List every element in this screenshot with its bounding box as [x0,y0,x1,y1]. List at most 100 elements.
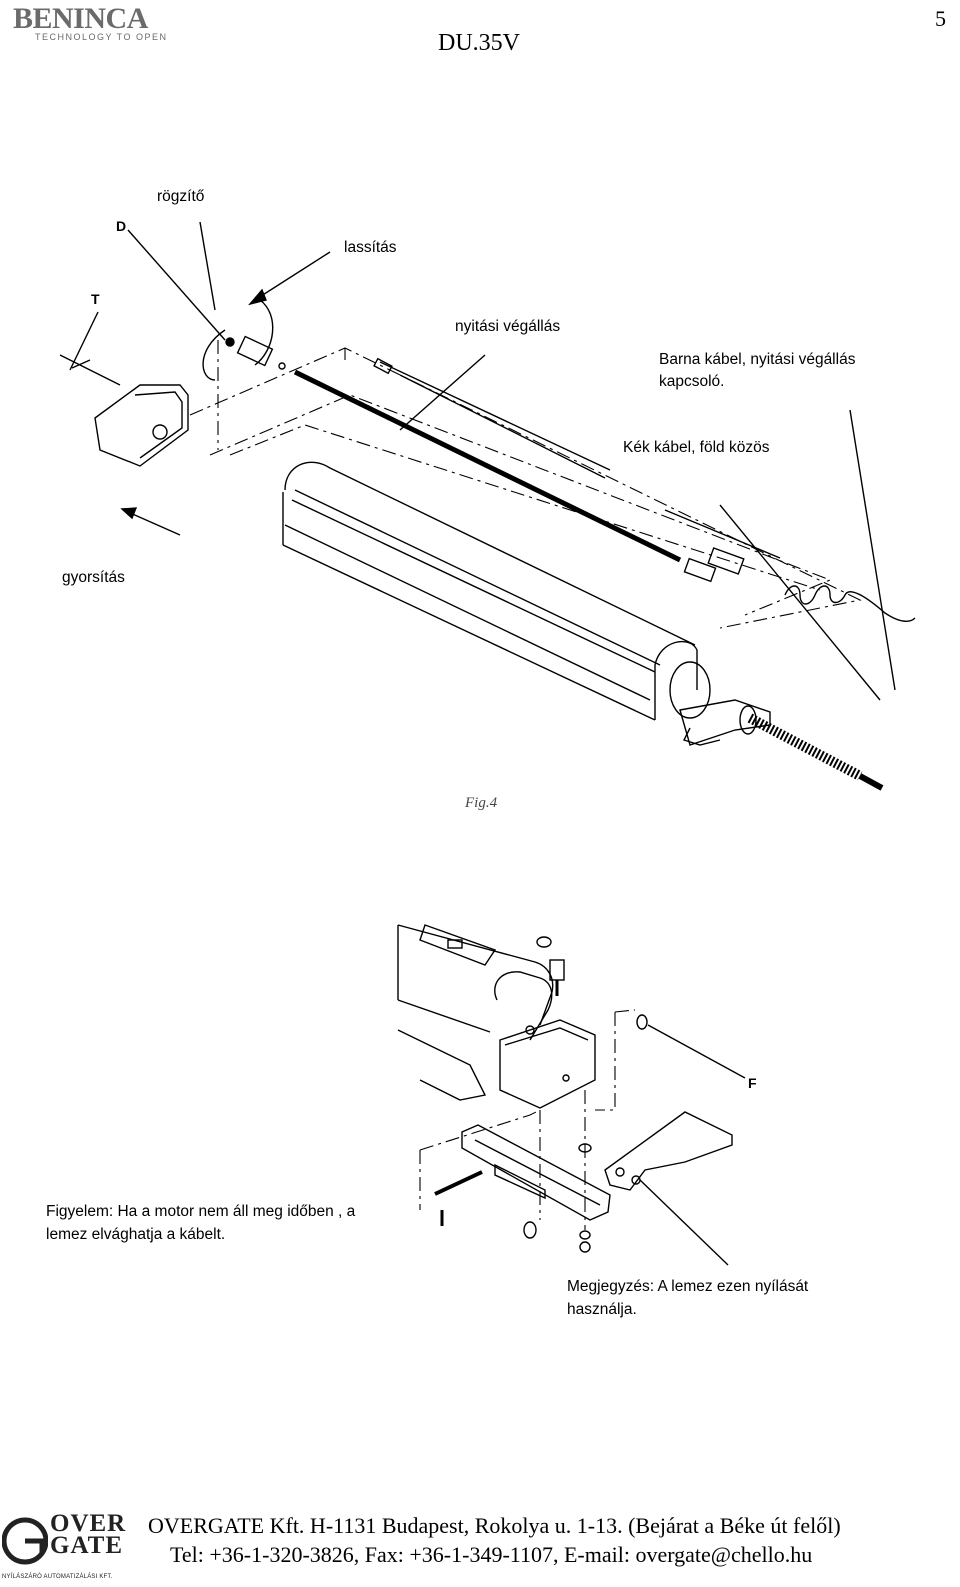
bolt-head [549,959,565,981]
lassitas-arrowhead [248,288,267,306]
motor-bracket [683,727,721,746]
end-cap [94,384,189,467]
opening-leader [639,1179,729,1266]
bracket-hole-1 [525,1025,535,1035]
angle-bracket-hole-1 [615,1167,625,1177]
label-barna-kabel-2: kapcsoló. [659,373,725,390]
label-lassitas: lassítás [344,239,397,256]
logo-brand: BENINCA [13,2,148,35]
opening-note-line-1: Megjegyzés: A lemez ezen nyílását [567,1278,809,1295]
opening-note-line-2: használja. [567,1301,637,1318]
actuator-underside [397,1029,487,1101]
tube-groove-1 [294,489,661,666]
bottom-dash-5 [595,1012,616,1111]
assembly-dash-3 [229,424,821,591]
logo-over: OVER [50,1510,127,1537]
label-rogzito: rögzítő [157,188,205,205]
footer-contact: Tel: +36-1-320-3826, Fax: +36-1-349-1107… [170,1542,813,1567]
footer-address: OVERGATE Kft. H-1131 Budapest, Rokolya u… [148,1513,841,1538]
plug-f [636,1014,648,1030]
bracket-assembly-diagram [397,924,746,1266]
bracket-hole-2 [562,1074,570,1082]
gyorsitas-arrow-line [127,511,181,536]
cable-1 [379,361,611,471]
ground-spring-cable [784,585,916,622]
d-leader [127,229,226,341]
tube-end-profile [654,640,698,720]
bottom-dash-2 [419,1109,541,1151]
kek-leader [719,504,881,701]
logo-tagline: TECHNOLOGY TO OPEN [35,32,168,42]
threaded-rod [293,369,682,563]
clip-screw [225,337,235,347]
limit-switch-1 [683,557,717,583]
label-kek-kabel: Kék kábel, föld közös [623,439,770,456]
lead-screw [747,713,863,781]
figure-caption: Fig.4 [465,795,498,811]
slow-down-clip [236,335,274,367]
actuator-window-icon [447,939,463,949]
bolt-nut [536,936,552,948]
label-f: F [748,1075,757,1091]
tube-groove-3 [284,524,651,701]
label-d: D [116,218,127,234]
page-number: 5 [935,6,946,31]
rotation-arrow-left [202,329,226,381]
front-bracket-inner [504,1027,589,1046]
document-title: DU.35V [438,30,520,56]
warning-note: Figyelem: Ha a motor nem áll meg időben … [46,1200,355,1246]
label-barna-kabel-1: Barna kábel, nyitási végállás [659,351,856,368]
nyitasi-leader [399,354,486,431]
angle-bracket [604,1111,733,1191]
actuator-nose [494,971,553,1041]
label-nyitasi-vegallas: nyitási végállás [455,318,561,335]
label-gyorsitas: gyorsítás [62,569,125,586]
base-plate-slot [474,1139,601,1206]
logo-subtitle: NYÍLÁSZÁRÓ AUTOMATIZÁLÁSI KFT. [2,1574,113,1580]
washer-1 [578,1143,592,1153]
barna-leader [849,409,896,691]
beninca-logo: BENINCA TECHNOLOGY TO OPEN [13,2,168,43]
lassitas-arrow-line [257,251,331,299]
f-leader [647,1024,746,1079]
t-leader [69,311,99,371]
tube-bottom-edge [282,544,656,721]
base-plate [461,1124,611,1221]
nut-1 [523,1221,537,1239]
screw-t-head [71,359,91,369]
assembly-dash-2 [209,394,832,616]
screw-tip [858,773,884,791]
motor-flange [739,705,757,735]
motor-end [669,661,711,719]
washer-2 [579,1230,591,1240]
cable-2 [399,374,606,479]
assembly-dash-1 [189,347,862,629]
opening-note: Megjegyzés: A lemez ezen nyílását haszná… [567,1275,808,1321]
logo-gate: GATE [50,1532,123,1559]
screw-t [59,354,121,386]
clip-nut [278,362,286,370]
rotation-arrow-right [254,299,274,366]
limit-switch-2 [707,547,745,575]
front-bracket [499,1019,596,1109]
warning-line-2: lemez elvághatja a kábelt. [46,1226,226,1243]
actuator-label-window [419,924,497,966]
gyorsitas-arrowhead [120,507,138,520]
end-cap-hole [152,424,168,440]
actuator-mid-line [397,999,491,1033]
pin [434,1170,483,1196]
warning-line-1: Figyelem: Ha a motor nem áll meg időben … [46,1203,356,1220]
nut-2 [579,1241,591,1253]
end-cap-inner [134,391,183,459]
cable-clip [373,357,393,375]
switch-rail [664,509,781,559]
tube-top-edge [284,461,696,646]
actuator-exploded-diagram [59,221,916,791]
overgate-g-icon [2,1517,48,1565]
rogzito-leader [199,221,216,311]
tube-groove-2 [291,499,656,673]
bottom-dash-6 [614,1009,636,1013]
overgate-logo: OVER GATE NYÍLÁSZÁRÓ AUTOMATIZÁLÁSI KFT. [2,1510,138,1584]
label-t: T [91,291,100,307]
base-plate-slot-2 [494,1163,546,1200]
